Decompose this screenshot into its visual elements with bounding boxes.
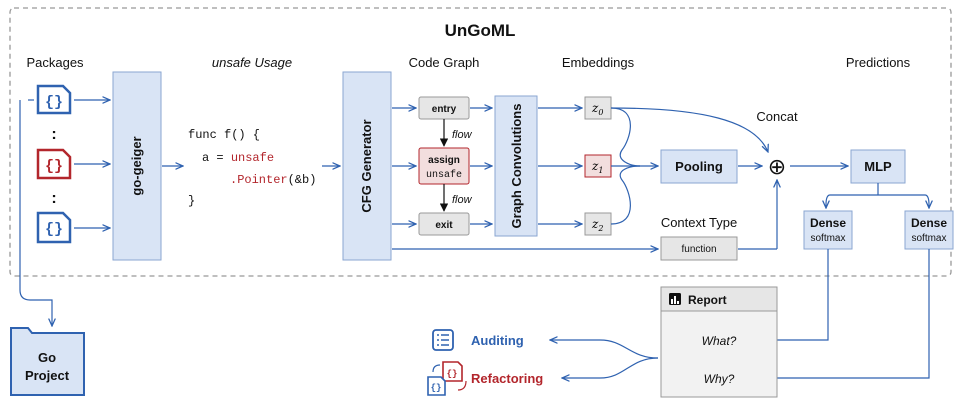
output-auditing: Auditing <box>471 333 524 348</box>
flow-label-1: flow <box>452 129 473 141</box>
report-why: Why? <box>704 372 735 386</box>
cfg-node-entry-label: entry <box>432 104 457 115</box>
report-what: What? <box>702 334 737 348</box>
svg-text:{}: {} <box>447 369 458 379</box>
concat-title: Concat <box>756 109 798 124</box>
svg-text:{}: {} <box>431 383 442 393</box>
go-project-folder-icon <box>10 327 85 396</box>
cfg-node-exit <box>418 212 470 236</box>
header-packages: Packages <box>26 55 84 70</box>
svg-text:{}: {} <box>45 221 63 238</box>
report-title: Report <box>688 293 727 307</box>
svg-text:{}: {} <box>45 158 63 175</box>
code-line-3: .Pointer(&b) <box>230 173 316 187</box>
dense-what-sub: softmax <box>810 233 845 244</box>
header-code-graph: Code Graph <box>409 55 480 70</box>
graph-convolutions-block <box>494 95 538 237</box>
graph-convolutions-label: Graph Convolutions <box>509 104 524 229</box>
flow-label-2: flow <box>452 194 473 206</box>
embedding-z0-label: z0 <box>591 101 603 117</box>
report-header <box>660 286 778 312</box>
go-project-line-2: Project <box>25 368 70 383</box>
header-predictions: Predictions <box>846 55 911 70</box>
cfg-generator-block <box>342 71 392 261</box>
package-icon-unsafe: {} <box>36 148 72 180</box>
embedding-z1-label: z1 <box>591 159 603 175</box>
output-refactoring: Refactoring <box>471 371 543 386</box>
svg-text:{}: {} <box>45 94 63 111</box>
package-ellipsis-2: : <box>51 190 56 207</box>
cfg-node-assign-sub: unsafe <box>426 169 462 181</box>
dense-head-what <box>803 210 853 250</box>
pooling-block <box>660 149 738 184</box>
dense-what-label: Dense <box>810 216 846 230</box>
dense-why-sub: softmax <box>911 233 946 244</box>
mlp-label: MLP <box>864 159 892 174</box>
code-line-4: } <box>188 194 195 208</box>
code-line-2: a = unsafe <box>202 151 274 165</box>
refactoring-icon: {} {} <box>427 361 467 396</box>
mlp-block <box>850 149 906 184</box>
pooling-label: Pooling <box>675 159 723 174</box>
cfg-generator-label: CFG Generator <box>359 119 374 212</box>
code-line-1: func f() { <box>188 128 260 142</box>
cfg-node-exit-label: exit <box>435 220 453 231</box>
go-geiger-label: go-geiger <box>129 136 144 195</box>
diagram-title: UnGoML <box>445 21 516 40</box>
package-ellipsis-1: : <box>51 126 56 143</box>
report-chart-icon <box>669 293 681 305</box>
header-embeddings: Embeddings <box>562 55 635 70</box>
context-type-value: function <box>681 244 716 255</box>
cfg-node-assign-label: assign <box>428 155 460 166</box>
package-icon-3: {} <box>36 211 72 244</box>
package-icon-1: {} <box>36 84 72 115</box>
dense-head-why <box>904 210 954 250</box>
auditing-icon <box>432 329 454 351</box>
go-project-line-1: Go <box>38 350 56 365</box>
embedding-z2-label: z2 <box>591 217 603 233</box>
context-type-box <box>660 236 738 261</box>
header-unsafe-usage: unsafe Usage <box>212 55 292 70</box>
dense-why-label: Dense <box>911 216 947 230</box>
concat-symbol: ⊕ <box>768 155 786 180</box>
context-type-title: Context Type <box>661 215 737 230</box>
go-geiger-block <box>112 71 162 261</box>
